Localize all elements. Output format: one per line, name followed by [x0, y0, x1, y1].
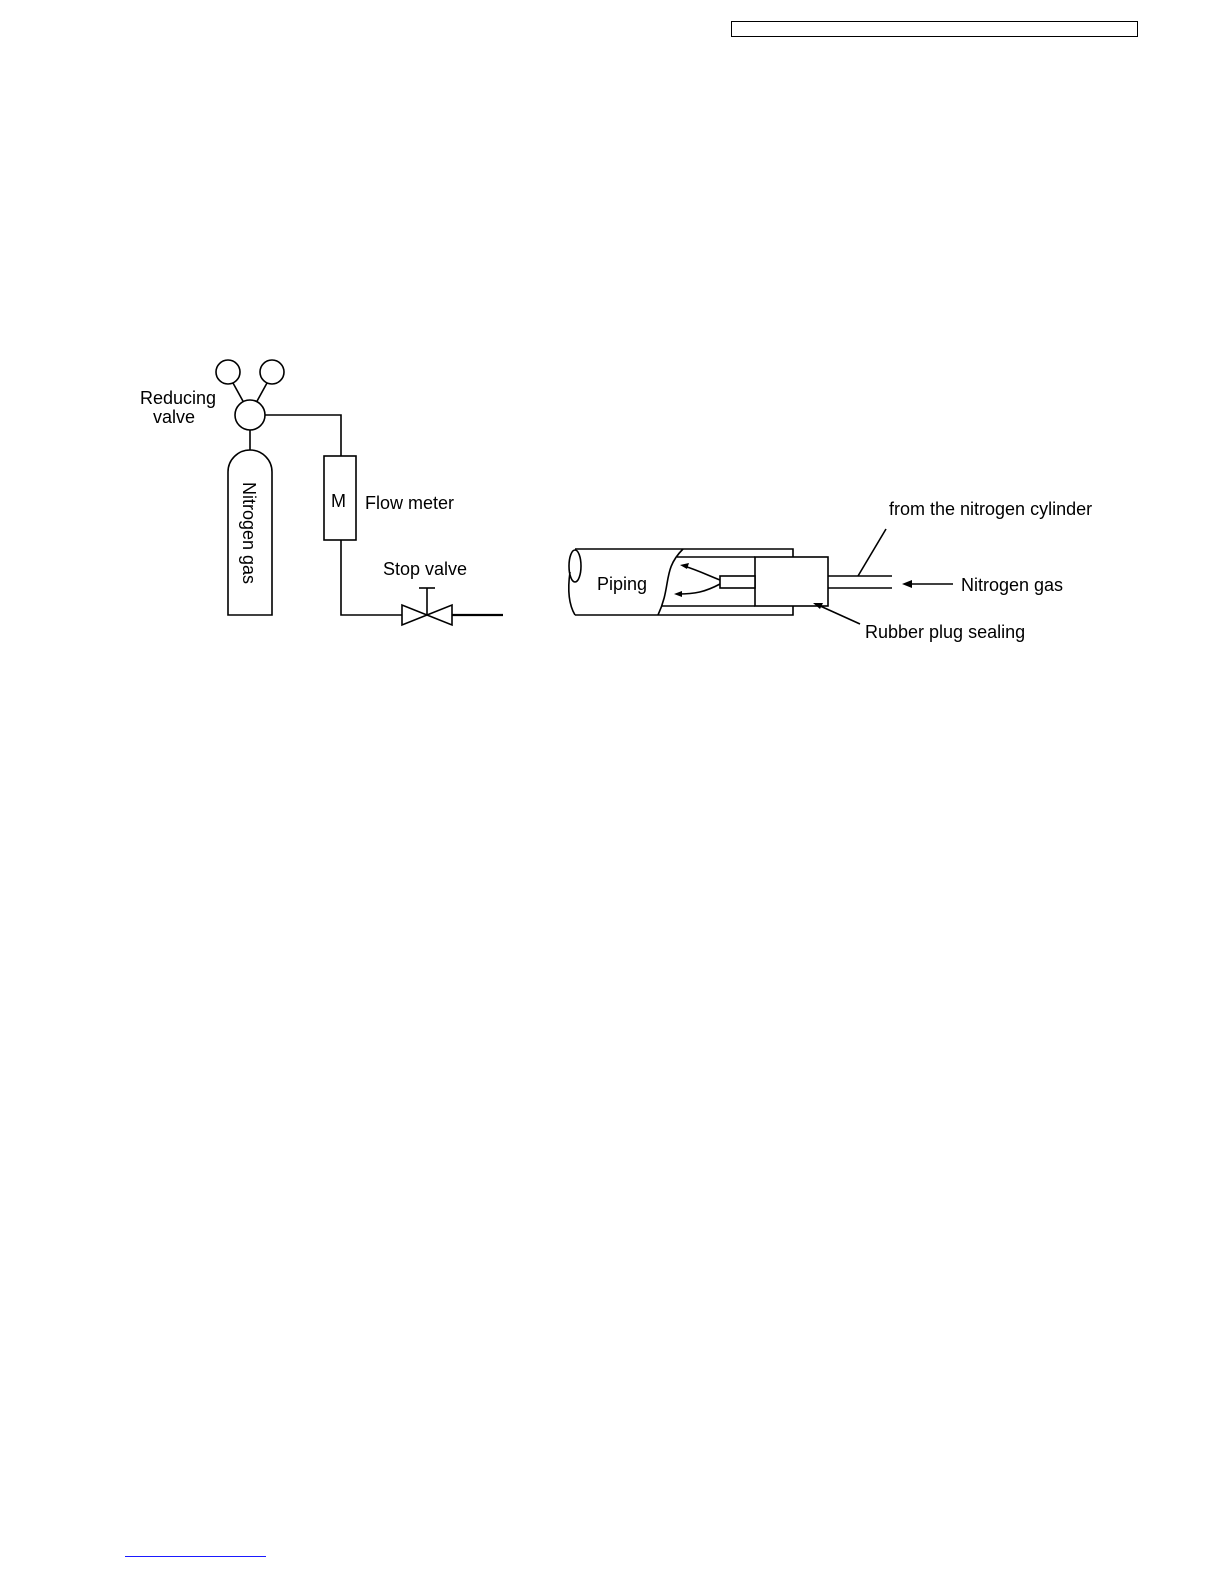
meter-symbol: M	[331, 491, 346, 511]
footer-link-underline[interactable]	[125, 1556, 266, 1557]
reducing-valve-label-line1: Reducing	[140, 388, 216, 408]
flow-meter-label: Flow meter	[365, 493, 454, 513]
pipe-end-opening	[569, 550, 581, 582]
piping-label: Piping	[597, 574, 647, 594]
stop-valve-left	[402, 605, 427, 625]
from-cylinder-leader	[858, 529, 886, 576]
nitrogen-setup-diagram: Reducing valve Nitrogen gas M Flow meter…	[140, 360, 503, 625]
pipe-bottom-edge	[575, 606, 793, 615]
piping-plug-diagram: Piping from the nitrogen cylinder Nitrog…	[569, 499, 1092, 642]
rubber-plug-leader	[818, 605, 860, 624]
flow-arrow-lower	[678, 584, 720, 594]
nitrogen-gas-label: Nitrogen gas	[961, 575, 1063, 595]
rubber-plug-label: Rubber plug sealing	[865, 622, 1025, 642]
reducing-valve-label-line2: valve	[153, 407, 195, 427]
from-cylinder-label: from the nitrogen cylinder	[889, 499, 1092, 519]
pipe-cutaway	[658, 549, 683, 615]
stop-valve-label: Stop valve	[383, 559, 467, 579]
flow-arrow-upper-head	[680, 563, 689, 569]
flow-arrow-upper	[684, 566, 720, 580]
stop-valve-right	[427, 605, 452, 625]
cylinder-label: Nitrogen gas	[239, 482, 259, 584]
gauge-stem-right	[256, 383, 267, 403]
rubber-plug	[755, 557, 828, 606]
pressure-gauge-right	[260, 360, 284, 384]
flow-arrow-lower-head	[674, 591, 682, 597]
gauge-stem-left	[233, 383, 244, 403]
reducing-valve	[235, 400, 265, 430]
nozzle	[720, 576, 755, 588]
pressure-gauge-left	[216, 360, 240, 384]
pipe-to-flow-meter	[265, 415, 341, 456]
pipe-top-edge	[575, 549, 793, 557]
nitrogen-gas-arrow-head	[902, 580, 912, 588]
